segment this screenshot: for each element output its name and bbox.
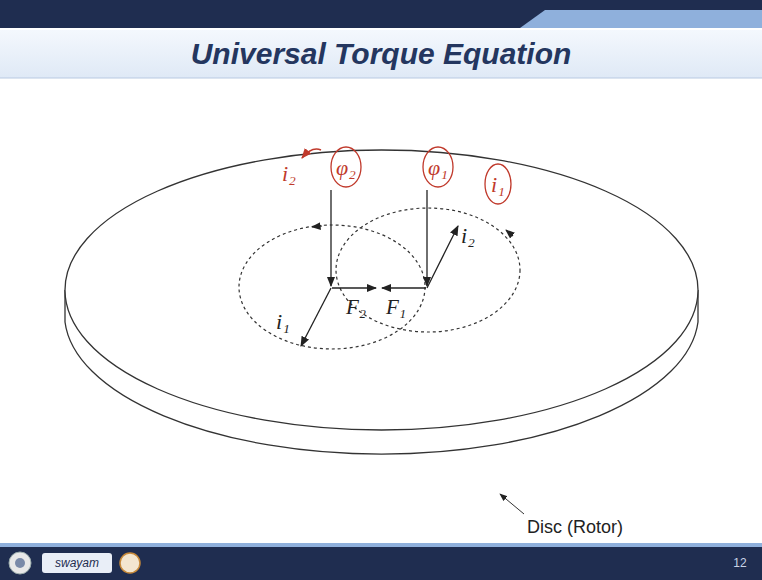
- red-circle-phi1: [423, 147, 453, 187]
- title-band: [0, 30, 762, 78]
- current-label: i₁: [276, 311, 290, 333]
- current-loop-left: [239, 225, 425, 349]
- force-arrow-2: [332, 287, 376, 288]
- current-label: i₂: [282, 163, 296, 185]
- red-rotation-arrow: [302, 149, 321, 158]
- logo-circle-inner: [15, 558, 25, 568]
- disc-top: [65, 150, 698, 430]
- header-bar: [0, 0, 762, 28]
- logo-box: [42, 553, 112, 573]
- title-rule: [0, 78, 762, 79]
- loop-arrow-left: [312, 226, 322, 227]
- force-arrow-1: [382, 287, 426, 288]
- logo-circle: [9, 552, 31, 574]
- header-stripe: [520, 10, 762, 28]
- current-arrow-i2: [427, 226, 458, 288]
- flux-label: φ₁: [428, 157, 448, 179]
- slide-title: Universal Torque Equation: [191, 39, 572, 69]
- force-label: F₁: [386, 297, 406, 318]
- leader-line: [500, 494, 524, 514]
- current-arrow-i1: [301, 288, 331, 346]
- footer-bar: [0, 547, 762, 580]
- red-circle-i1: [485, 164, 511, 204]
- logo-text: swayam: [55, 557, 99, 569]
- flux-label: φ₂: [336, 157, 356, 179]
- loop-arrow-right: [506, 230, 513, 236]
- red-circle-phi2: [331, 147, 361, 187]
- current-loop-right: [336, 208, 520, 332]
- logo-circle-2: [120, 553, 140, 573]
- force-label: F₂: [346, 297, 366, 318]
- flux-line-2: [330, 190, 331, 286]
- current-label: i₁: [491, 174, 505, 196]
- flux-line-1: [426, 190, 427, 286]
- current-label: i₂: [461, 225, 475, 247]
- part-name: Disc (Rotor): [527, 518, 623, 536]
- page-number: 12: [733, 557, 746, 569]
- footer-stripe: [0, 543, 762, 547]
